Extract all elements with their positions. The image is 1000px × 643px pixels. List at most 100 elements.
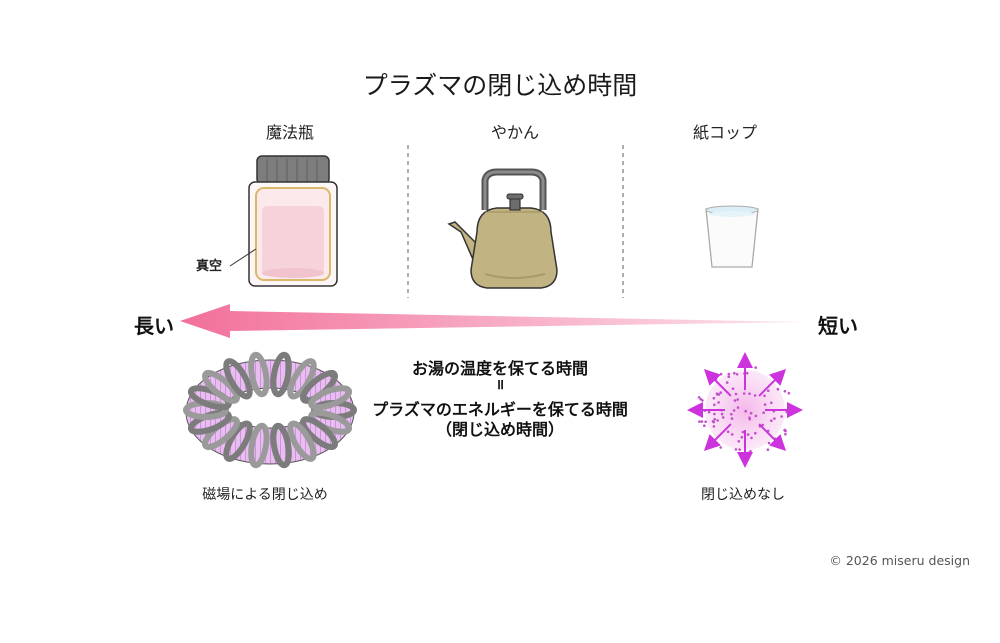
plasma-particle — [748, 392, 751, 395]
plasma-particle — [719, 446, 722, 449]
escape-arrow — [703, 423, 732, 452]
plasma-particle — [725, 381, 729, 384]
plasma-particle — [740, 435, 744, 439]
plasma-particle — [754, 366, 757, 369]
plasma-particle — [742, 392, 746, 395]
plasma-particle — [712, 425, 716, 428]
plasma-particle — [763, 394, 766, 398]
plasma-particle — [721, 416, 725, 419]
plasma-particle — [746, 433, 750, 436]
plasma-particle — [780, 415, 783, 418]
plasma-particle — [761, 423, 764, 427]
no-confinement-label: 閉じ込めなし — [701, 487, 785, 503]
plasma-particle — [741, 430, 745, 434]
plasma-particle — [748, 416, 751, 419]
plasma-particle — [783, 389, 787, 393]
coil-ring — [223, 420, 253, 462]
plasma-particle — [776, 387, 780, 391]
plasma-particle — [773, 417, 776, 420]
vacuum-pointer-line — [229, 248, 257, 267]
plasma-particle — [783, 428, 787, 432]
plasma-particle — [719, 372, 723, 376]
plasma-particle — [785, 410, 788, 414]
plasma-particle — [776, 438, 780, 441]
plasma-particle — [746, 451, 750, 455]
plasma-particle — [749, 449, 752, 453]
copyright: © 2026 miseru design — [829, 553, 970, 568]
coil-ring — [287, 420, 317, 462]
plasma-particle — [744, 409, 747, 413]
plasma-particle — [736, 406, 740, 409]
plasma-particle — [730, 412, 733, 416]
magnetic-confinement-label: 磁場による閉じ込め — [202, 487, 328, 503]
plasma-particle — [717, 401, 720, 404]
plasma-particle — [735, 373, 739, 376]
coil-ring — [223, 358, 253, 400]
coil-ring — [270, 351, 292, 398]
plasma-particle — [719, 391, 722, 394]
plasma-particle — [730, 433, 734, 436]
plasma-particle — [727, 375, 731, 378]
plasma-particle — [738, 453, 742, 456]
plasma-particle — [763, 403, 767, 406]
center-line3: （閉じ込め時間） — [435, 420, 564, 439]
plasma-particle — [732, 409, 736, 412]
plasma-particle — [750, 436, 753, 440]
long-label: 長い — [134, 314, 174, 338]
escape-arrow — [758, 423, 787, 452]
plasma-particle — [754, 431, 757, 435]
plasma-particle — [733, 399, 737, 402]
magnetic-confinement-torus — [183, 351, 357, 469]
escape-arrow — [758, 368, 787, 397]
plasma-particle — [770, 419, 773, 422]
plasma-particle — [766, 448, 770, 451]
coil-ring — [300, 416, 338, 451]
plasma-particle — [715, 392, 719, 395]
plasma-particle — [707, 410, 711, 414]
plasma-particle — [700, 420, 704, 423]
plasma-particle — [699, 397, 702, 401]
plasma-particle — [734, 392, 738, 396]
plasma-particle — [731, 387, 735, 390]
plasma-particle — [713, 403, 716, 407]
plasma-particle — [712, 396, 716, 400]
plasma-particle — [787, 391, 791, 395]
plasma-particle — [730, 417, 734, 420]
plasma-particle — [737, 440, 741, 443]
plasma-particle — [713, 417, 716, 421]
plasma-particle — [733, 372, 736, 375]
plasma-particle — [703, 424, 706, 427]
plasma-particle — [749, 411, 753, 415]
plasma-particle — [773, 373, 776, 377]
thermos-label: 魔法瓶 — [265, 123, 314, 142]
plasma-particle — [770, 401, 773, 405]
coil-ring — [270, 422, 292, 469]
kettle-label: やかん — [490, 123, 539, 142]
plasma-particle — [784, 432, 787, 436]
coil-ring — [202, 369, 240, 404]
plasma-particle — [712, 420, 715, 424]
plasma-particle — [698, 420, 701, 423]
paper-cup-illustration — [705, 205, 759, 268]
plasma-particle — [736, 398, 739, 401]
coil-ring — [287, 358, 317, 400]
diagram-title: プラズマの閉じ込め時間 — [362, 71, 638, 100]
vacuum-label: 真空 — [196, 259, 223, 274]
short-label: 短い — [818, 314, 858, 338]
plasma-particle — [767, 441, 771, 445]
plasma-particle — [697, 396, 701, 399]
plasma-particle — [720, 412, 724, 416]
plasma-particle — [704, 420, 707, 424]
plasma-particle — [762, 411, 765, 414]
kettle-illustration — [447, 168, 558, 289]
plasma-particle — [726, 430, 730, 433]
paper-cup-label: 紙コップ — [692, 123, 757, 142]
plasma-particle — [713, 412, 716, 416]
escape-arrow — [703, 368, 732, 397]
plasma-particle — [745, 371, 749, 375]
plasma-particle — [727, 372, 731, 376]
center-line2: プラズマのエネルギーを保てる時間 — [372, 400, 628, 419]
coil-ring — [248, 422, 270, 469]
